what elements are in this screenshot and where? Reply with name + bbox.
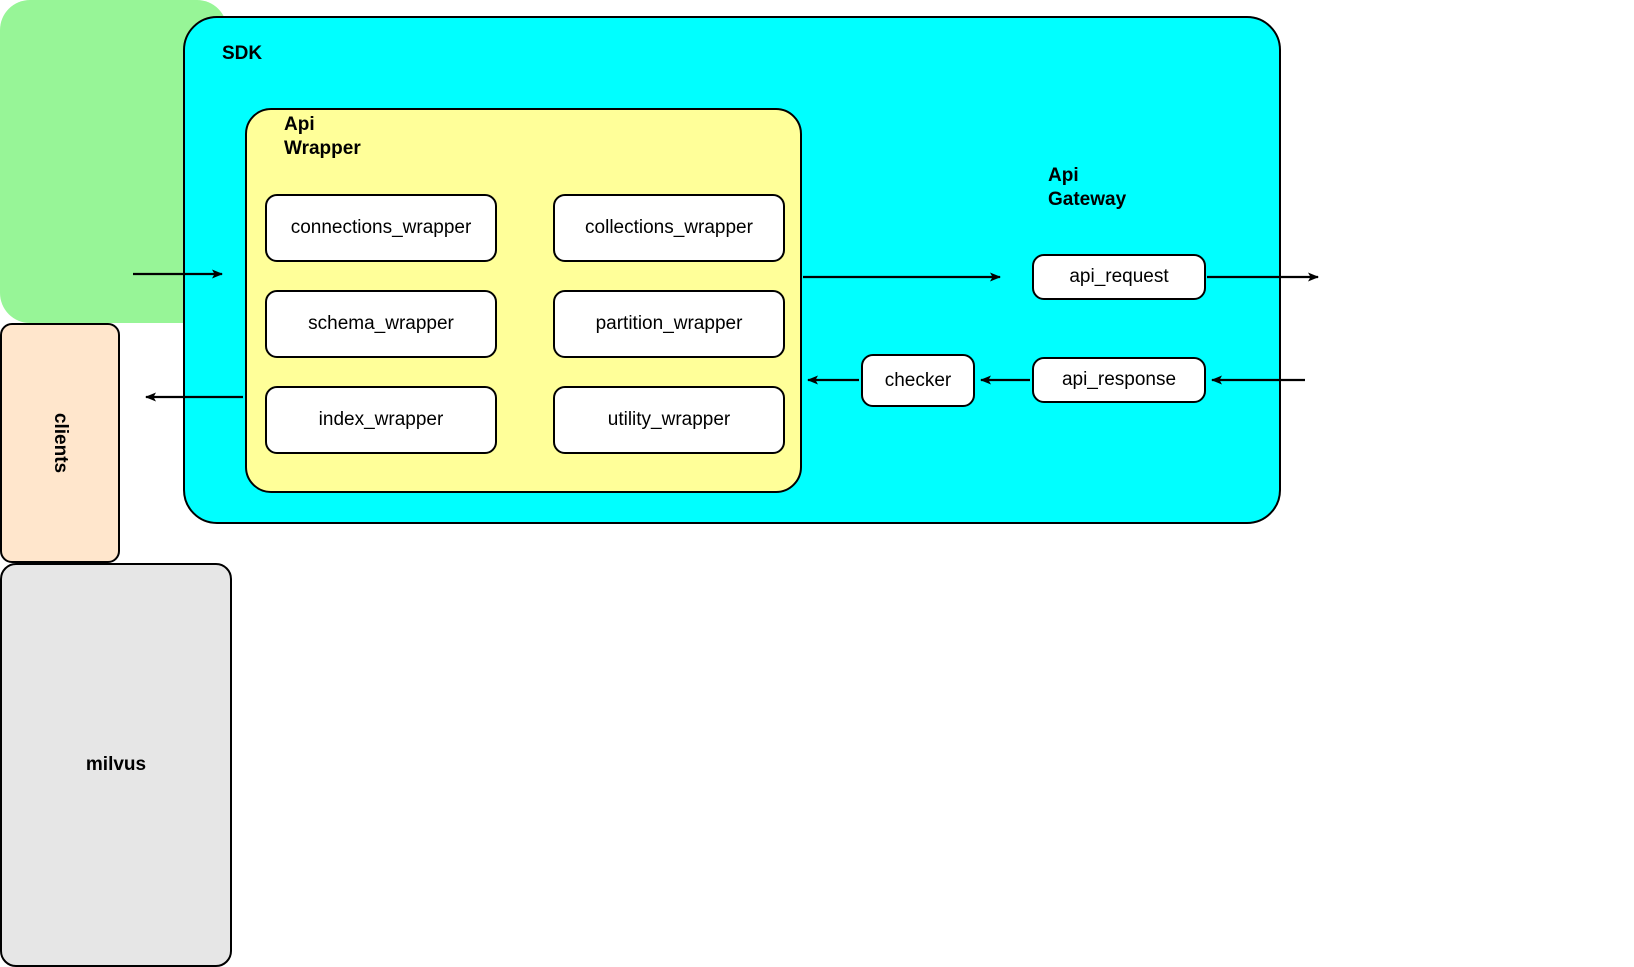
node-checker[interactable]: checker (861, 354, 975, 407)
node-api-request[interactable]: api_request (1032, 254, 1206, 300)
diagram-canvas: SDK Api Wrapper Api Gateway connections_… (0, 0, 1319, 967)
node-collections-wrapper[interactable]: collections_wrapper (553, 194, 785, 262)
node-connections-wrapper[interactable]: connections_wrapper (265, 194, 497, 262)
api-gateway-label: Api Gateway (1048, 165, 1127, 210)
node-index-wrapper[interactable]: index_wrapper (265, 386, 497, 454)
node-schema-wrapper[interactable]: schema_wrapper (265, 290, 497, 358)
sdk-label: SDK (222, 43, 263, 64)
node-utility-wrapper[interactable]: utility_wrapper (553, 386, 785, 454)
node-partition-wrapper[interactable]: partition_wrapper (553, 290, 785, 358)
api-wrapper-label: Api Wrapper (284, 114, 361, 159)
node-api-response[interactable]: api_response (1032, 357, 1206, 403)
actor-milvus[interactable]: milvus (0, 563, 232, 967)
actor-clients[interactable]: clients (0, 323, 120, 563)
actor-clients-label: clients (49, 412, 71, 474)
